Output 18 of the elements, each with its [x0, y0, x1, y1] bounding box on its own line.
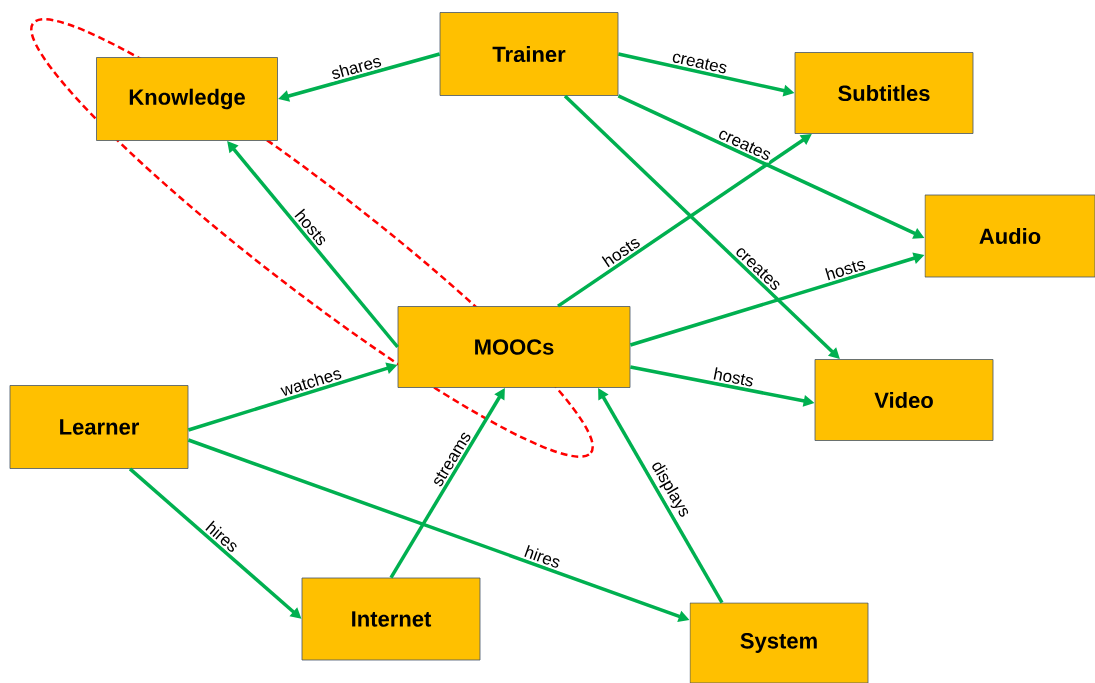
edge-label: watches	[277, 364, 345, 399]
edge-label: hires	[521, 542, 564, 571]
arrow	[563, 94, 840, 359]
process-box: Video	[814, 359, 994, 441]
edge-label: hosts	[598, 232, 644, 271]
process-box: Audio	[924, 194, 1095, 278]
edge-label: hosts	[822, 255, 869, 283]
process-box: Subtitles	[794, 52, 974, 134]
arrow	[227, 141, 399, 349]
process-box: Learner	[9, 385, 189, 469]
edge-label: creates	[669, 49, 730, 76]
process-box: Trainer	[439, 12, 619, 96]
process-box: Knowledge	[96, 57, 278, 141]
process-box: System	[689, 602, 869, 683]
process-box: Internet	[301, 577, 481, 661]
edge-label: shares	[328, 52, 385, 82]
edge-label: hosts	[710, 365, 757, 389]
process-box: MOOCs	[397, 306, 631, 388]
